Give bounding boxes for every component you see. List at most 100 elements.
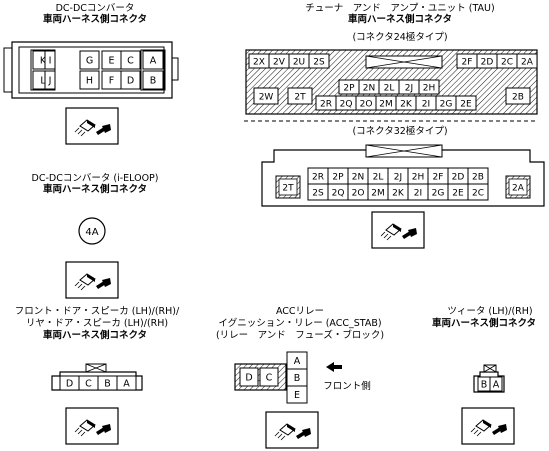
pin-label: 2F xyxy=(462,58,473,68)
pin-label: J xyxy=(48,76,52,87)
pin-label: 2G xyxy=(432,189,445,199)
pin-cell: B xyxy=(97,375,118,391)
pin-cell: 2P xyxy=(338,79,360,95)
pin-cell: F xyxy=(101,70,122,90)
pin-cell: 2G xyxy=(435,95,457,111)
pin-label: 2I xyxy=(422,100,430,110)
pin-label: G xyxy=(86,56,93,67)
eloop-heading: DC-DCコンバータ (i-ELOOP) xyxy=(31,173,159,184)
pin-label: E xyxy=(294,390,300,401)
tweeter-heading: ツィータ (LH)/(RH) xyxy=(447,306,533,317)
pin-label: 2O xyxy=(360,100,373,110)
pin-label: A xyxy=(493,380,500,391)
pin-label: D xyxy=(245,373,252,384)
pin-label: D xyxy=(66,379,73,390)
pin-cell: 2R xyxy=(307,167,329,185)
pin-label: B xyxy=(481,380,488,391)
pin-label: 2M xyxy=(379,100,393,110)
speaker-subheading: リヤ・ドア・スピーカ (LH)/(RH) xyxy=(25,318,169,329)
pin-cell: A xyxy=(116,375,137,391)
pin-cell: D xyxy=(120,70,141,90)
connector-view-icon xyxy=(65,261,119,299)
pin-cell: 2V xyxy=(268,53,290,69)
pin-cell: B xyxy=(286,368,308,387)
pin-label: 2V xyxy=(273,58,286,68)
pin-cell: 2M xyxy=(375,95,397,111)
pin-cell: 2N xyxy=(358,79,380,95)
pin-label: 2X xyxy=(253,58,265,68)
connector-view-icon xyxy=(65,407,119,445)
pin-label: 2M xyxy=(371,189,385,199)
pin-cell: 2H xyxy=(418,79,440,95)
pin-label: 2E xyxy=(460,100,472,110)
pin-label: B xyxy=(104,379,111,390)
pin-label: 2D xyxy=(452,173,465,183)
pin-cell: 2H xyxy=(407,167,429,185)
pin-label: 2G xyxy=(440,100,453,110)
pin-cell: 2O xyxy=(347,183,369,201)
pin-cell: 2F xyxy=(456,53,478,69)
pin-cell: J xyxy=(44,70,56,90)
front-side-label: フロント側 xyxy=(323,381,371,392)
pin-label: 2F xyxy=(433,173,444,183)
pin-cell: 2N xyxy=(347,167,369,185)
pin-label: 2R xyxy=(312,173,324,183)
eloop-connector: 4A xyxy=(78,217,106,245)
pin-cell: 2I xyxy=(407,183,429,201)
pin-cell: 2K xyxy=(387,183,409,201)
pin-cell: B xyxy=(477,376,491,392)
pin-cell: I xyxy=(44,50,56,70)
tau-24-label: (コネクタ24極タイプ) xyxy=(352,32,448,43)
pin-cell: C xyxy=(259,367,279,387)
pin-cell: 2U xyxy=(288,53,310,69)
pin-cell: C xyxy=(120,50,141,70)
pin-cell: 2K xyxy=(395,95,417,111)
pin-cell: 2W xyxy=(253,87,279,105)
tau-heading: チューナ アンド アンプ・ユニット (TAU) xyxy=(305,3,495,14)
connector-view-icon xyxy=(371,211,425,249)
pin-label: 2N xyxy=(352,173,364,183)
pin-cell: 2A xyxy=(516,53,538,69)
pin-label: 2J xyxy=(405,84,413,94)
pin-label: H xyxy=(86,76,93,87)
pin-label: 2T xyxy=(282,184,294,194)
pin-label: 2A xyxy=(521,58,534,68)
pin-cell: 2A xyxy=(505,175,531,199)
pin-cell: A xyxy=(489,376,503,392)
pin-cell: D xyxy=(239,367,259,387)
pin-cell: 2R xyxy=(315,95,337,111)
pin-label: 2B xyxy=(512,93,524,103)
pin-label: F xyxy=(109,76,114,87)
pin-label: 2R xyxy=(320,100,332,110)
pin-cell: 2O xyxy=(355,95,377,111)
pin-label: E xyxy=(108,56,114,67)
pin-cell: 2Q xyxy=(335,95,357,111)
pin-label: 2P xyxy=(332,173,344,183)
pin-label: C xyxy=(127,56,134,67)
pin-label: 2E xyxy=(452,189,464,199)
pin-label: 2H xyxy=(423,84,436,94)
speaker-heading: フロント・ドア・スピーカ (LH)/(RH)/ xyxy=(14,306,180,317)
pin-label: 2A xyxy=(512,184,525,194)
pin-label: 2O xyxy=(352,189,365,199)
pin-label: 2L xyxy=(373,173,384,183)
pin-label: D xyxy=(127,76,134,87)
pin-cell: 2E xyxy=(455,95,477,111)
pin-cell: E xyxy=(101,50,122,70)
pin-cell: H xyxy=(79,70,100,90)
pin-cell: 2C xyxy=(496,53,518,69)
dcdc-subheading: 車両ハーネス側コネクタ xyxy=(42,14,148,25)
pin-label: C xyxy=(85,379,92,390)
speaker-subheading-2: 車両ハーネス側コネクタ xyxy=(42,330,148,341)
pin-cell: D xyxy=(59,375,80,391)
pin-cell: 2Q xyxy=(327,183,349,201)
pin-label: 2S xyxy=(312,189,324,199)
pin-cell: A xyxy=(142,50,164,70)
